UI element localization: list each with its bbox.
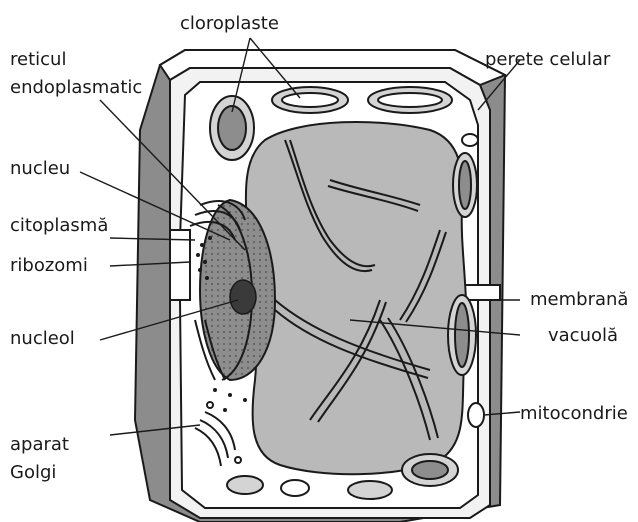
label-reticul: reticul — [10, 48, 66, 72]
label-nucleu: nucleu — [10, 157, 70, 181]
label-mitocondrie: mitocondrie — [520, 402, 628, 426]
label-perete-celular: perete celular — [485, 48, 610, 72]
label-citoplasma: citoplasmă — [10, 214, 108, 238]
label-ribozomi: ribozomi — [10, 254, 88, 278]
label-aparat: aparat — [10, 433, 69, 457]
label-nucleol: nucleol — [10, 327, 75, 351]
label-endoplasmatic: endoplasmatic — [10, 76, 142, 100]
label-vacuola: vacuolă — [548, 324, 618, 348]
nucleolus — [230, 280, 256, 314]
label-golgi: Golgi — [10, 461, 56, 485]
label-cloroplaste: cloroplaste — [180, 12, 279, 36]
label-membrana: membrană — [530, 288, 628, 312]
